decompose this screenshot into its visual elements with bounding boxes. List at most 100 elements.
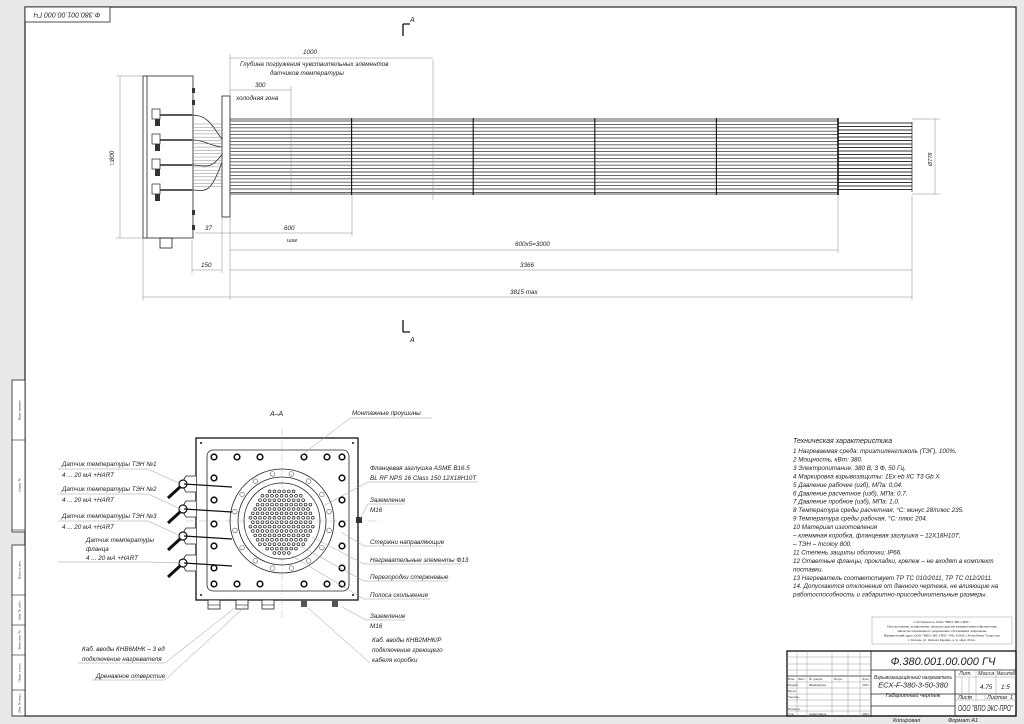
copyright-line: Юридический адрес ООО "ВПО ЭКС-ПРО": РФ,… — [884, 634, 1001, 639]
role-ncontrol: Н.контр. — [788, 707, 800, 711]
element-hole — [291, 516, 296, 520]
element-hole — [275, 511, 279, 516]
sensor-2-signal: 4 ... 20 мА +HART — [62, 497, 115, 504]
mass-label: Масса — [978, 671, 994, 677]
element-hole — [303, 502, 308, 507]
col-date: Дата — [862, 677, 869, 681]
element-hole — [299, 538, 303, 542]
element-hole — [299, 502, 303, 507]
sensor-head-icon — [151, 133, 161, 145]
cover-bolts — [200, 442, 354, 596]
sensor-connector-icon — [166, 485, 182, 500]
lit-label: Лит. — [958, 671, 972, 677]
callout-ground-1-size: М16 — [370, 507, 383, 514]
element-hole — [311, 524, 315, 529]
step-label: шаг — [287, 238, 298, 244]
sensor-connector-icon — [155, 194, 160, 201]
sensor-head-icon — [151, 158, 161, 170]
small-gland-icon — [301, 600, 307, 607]
sensor-4-label-2: фланца — [86, 546, 109, 553]
element-hole — [265, 546, 269, 551]
flange-bolt-hole — [288, 471, 294, 477]
element-hole — [260, 538, 265, 542]
element-hole — [308, 511, 313, 516]
col-list: Лист — [798, 677, 806, 681]
copyright-line: Использование, копирование, передача дру… — [887, 625, 997, 630]
callout-ground-2-size: М16 — [370, 623, 383, 630]
element-hole — [294, 529, 298, 533]
element-hole — [282, 498, 286, 502]
tech-spec-line: 11 Степень защиты оболочки: IP66. — [793, 548, 902, 556]
cover-bolt-icon — [323, 580, 331, 588]
section-callouts: Монтажные проушины Фланцевая заглушка AS… — [58, 410, 478, 681]
section-sensors — [166, 475, 233, 579]
copyright-notice: Собственность ООО "ВПО ЭКС-ПРО".Использо… — [871, 616, 1013, 645]
col-doc: № докум. — [809, 677, 823, 681]
element-hole — [258, 533, 262, 538]
element-hole — [272, 507, 277, 511]
sensor-connector-icon — [155, 169, 160, 176]
element-hole — [308, 520, 313, 524]
copyright-line: лицам без письменного разрешения собстве… — [897, 629, 987, 633]
tech-spec-line: 13 Нагреватель соответствует ТР ТС 010/2… — [793, 575, 993, 582]
section-letter-top: А — [409, 17, 415, 24]
element-hole — [291, 533, 296, 538]
element-hole — [294, 538, 298, 542]
element-hole — [299, 529, 303, 533]
dim-37: 37 — [205, 225, 213, 232]
cable-gland-icon — [207, 599, 221, 610]
format-label: Формат А1 — [948, 718, 978, 724]
technical-specification: Техническая характеристика 1 Нагреваемая… — [792, 438, 999, 599]
element-hole — [296, 516, 301, 520]
element-hole — [282, 489, 286, 494]
element-hole — [265, 502, 269, 507]
element-hole — [267, 533, 272, 538]
element-hole — [289, 546, 293, 551]
flange-bolts — [232, 471, 332, 571]
element-hole — [294, 546, 298, 551]
flange-bolt-hole — [252, 478, 258, 484]
element-hole — [294, 520, 298, 524]
element-hole — [279, 529, 284, 533]
element-hole — [287, 533, 291, 538]
callout-gland-left-1: Каб. вводы КНВ6МНК – 3 ед — [82, 645, 165, 653]
element-hole — [251, 511, 255, 516]
approver-name: Ахметзянов — [809, 712, 827, 716]
element-hole — [287, 516, 291, 520]
side-strip-label: Подп. и дата — [18, 560, 22, 579]
role-checker: Пров. — [788, 689, 796, 693]
sensor-4-signal: 4 ... 20 мА +HART — [86, 555, 139, 562]
cover-bolt-icon — [210, 542, 218, 550]
depth-label-2: датчиков температуры — [270, 69, 344, 77]
element-hole — [267, 498, 272, 502]
callout-flange-2: BL RF NPS 16 Class 150 12Х18Н10Т — [370, 475, 477, 482]
side-strip-label: Взам. инв. № — [18, 630, 22, 650]
dim-150: 150 — [201, 262, 212, 269]
temperature-sensors — [151, 88, 195, 230]
element-hole — [255, 538, 260, 542]
element-hole — [277, 533, 281, 538]
element-hole — [272, 524, 277, 529]
dim-600: 600 — [284, 225, 295, 232]
developer-name: Шамшурин — [809, 683, 826, 687]
dim-3366: 3366 — [520, 262, 535, 269]
element-hole — [277, 507, 281, 511]
cover-bolt-icon — [256, 580, 264, 588]
element-hole — [258, 542, 262, 546]
element-hole — [303, 529, 308, 533]
company-name: ООО "ВПО ЭКС-ПРО" — [958, 704, 1014, 713]
element-hole — [284, 520, 289, 524]
element-hole — [272, 542, 277, 546]
element-hole — [258, 498, 262, 502]
callout-gland-left-2: подключение нагревателя — [82, 655, 162, 663]
element-hole — [277, 516, 281, 520]
element-hole — [248, 516, 253, 520]
element-hole — [311, 516, 315, 520]
element-hole — [270, 494, 274, 498]
side-strip-label: Инв. № дубл. — [18, 600, 22, 619]
element-hole — [279, 494, 284, 498]
cover-bolt-icon — [338, 496, 346, 504]
flange-bolt-hole — [319, 545, 325, 551]
side-strip-label: Подп. и дата — [18, 663, 22, 682]
